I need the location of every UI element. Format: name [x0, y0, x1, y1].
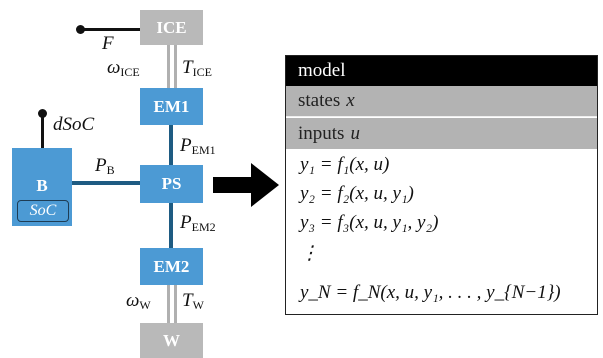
ps-block: PS [140, 165, 203, 203]
em1-ps-connector [169, 125, 173, 165]
model-equation-1: y₁ = f₁(x, u) [300, 154, 390, 175]
p-em1-label: PEM1 [180, 135, 216, 157]
w-label: W [163, 330, 180, 350]
em2-label: EM2 [153, 256, 190, 276]
dsoc-lever-line [41, 113, 44, 148]
soc-label: SoC [29, 202, 57, 219]
t-w-label: TW [182, 290, 204, 312]
ps-label: PS [161, 174, 182, 193]
model-equation-n: y_N = f_N(x, u, y₁, . . . , y_{N−1}) [300, 282, 561, 303]
em1-block: EM1 [140, 88, 203, 125]
f-label: F [102, 33, 114, 54]
omega-w-label: ωW [126, 290, 151, 312]
dsoc-lever-dot [38, 109, 47, 118]
em1-label: EM1 [153, 96, 190, 116]
model-equation-2: y₂ = f₂(x, u, y₁) [300, 183, 414, 204]
p-b-label: PB [95, 155, 115, 177]
arrow-icon [213, 163, 279, 207]
ice-em1-shaft-left [167, 45, 170, 88]
ice-em1-shaft-right [174, 45, 177, 88]
w-block: W [140, 323, 203, 358]
model-equation-ellipsis: ⋮ [300, 243, 319, 264]
p-em2-label: PEM2 [180, 212, 216, 234]
battery-block: B [12, 148, 72, 226]
b-ps-connector [72, 181, 140, 185]
omega-ice-label: ωICE [107, 57, 140, 79]
t-ice-label: TICE [182, 57, 212, 79]
em2-w-shaft-right [174, 285, 177, 323]
f-lever-dot [76, 25, 85, 34]
ice-label: ICE [156, 17, 187, 37]
dsoc-label: dSoC [53, 114, 95, 135]
f-lever-line [80, 28, 140, 31]
soc-box: SoC [17, 200, 69, 222]
model-equation-3: y₃ = f₃(x, u, y₁, y₂) [300, 212, 439, 233]
model-header: model [286, 56, 597, 86]
em2-w-shaft-left [167, 285, 170, 323]
ice-block: ICE [140, 10, 203, 45]
em2-block: EM2 [140, 248, 203, 285]
battery-label: B [36, 176, 48, 195]
ps-em2-connector [169, 203, 173, 248]
